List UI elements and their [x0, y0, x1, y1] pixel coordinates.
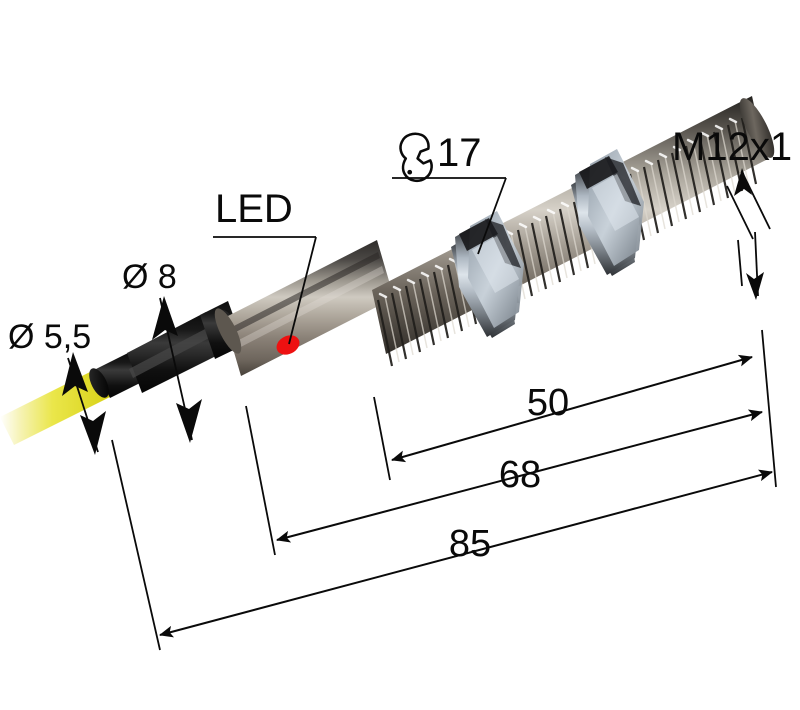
dimension-85-label: 85: [449, 523, 491, 565]
annotation-gland-diameter: Ø 8: [122, 258, 202, 443]
annotation-cable-diameter: Ø 5,5: [8, 318, 106, 455]
led-indicator: [276, 335, 300, 355]
annotation-thread-size: M12x1: [672, 125, 792, 300]
led-label: LED: [215, 187, 293, 231]
sensor-body: [214, 240, 394, 376]
cable-diameter-label: Ø 5,5: [8, 318, 91, 356]
dimension-50: 50: [373, 354, 753, 481]
hex-nut-rear: [571, 149, 644, 276]
right-extension-line: [761, 329, 777, 488]
sensor-assembly: [0, 96, 775, 445]
wrench-icon: [399, 132, 433, 183]
thread-size-label: M12x1: [672, 125, 792, 169]
annotation-led: LED: [213, 187, 317, 345]
dimension-50-label: 50: [527, 382, 569, 424]
dimension-68-label: 68: [499, 454, 541, 496]
hex-nut-front: [451, 211, 524, 338]
dimension-85: 85: [111, 439, 773, 651]
gland-diameter-label: Ø 8: [122, 258, 177, 296]
annotation-wrench-size: 17: [392, 131, 507, 255]
wrench-size-label: 17: [437, 131, 482, 175]
